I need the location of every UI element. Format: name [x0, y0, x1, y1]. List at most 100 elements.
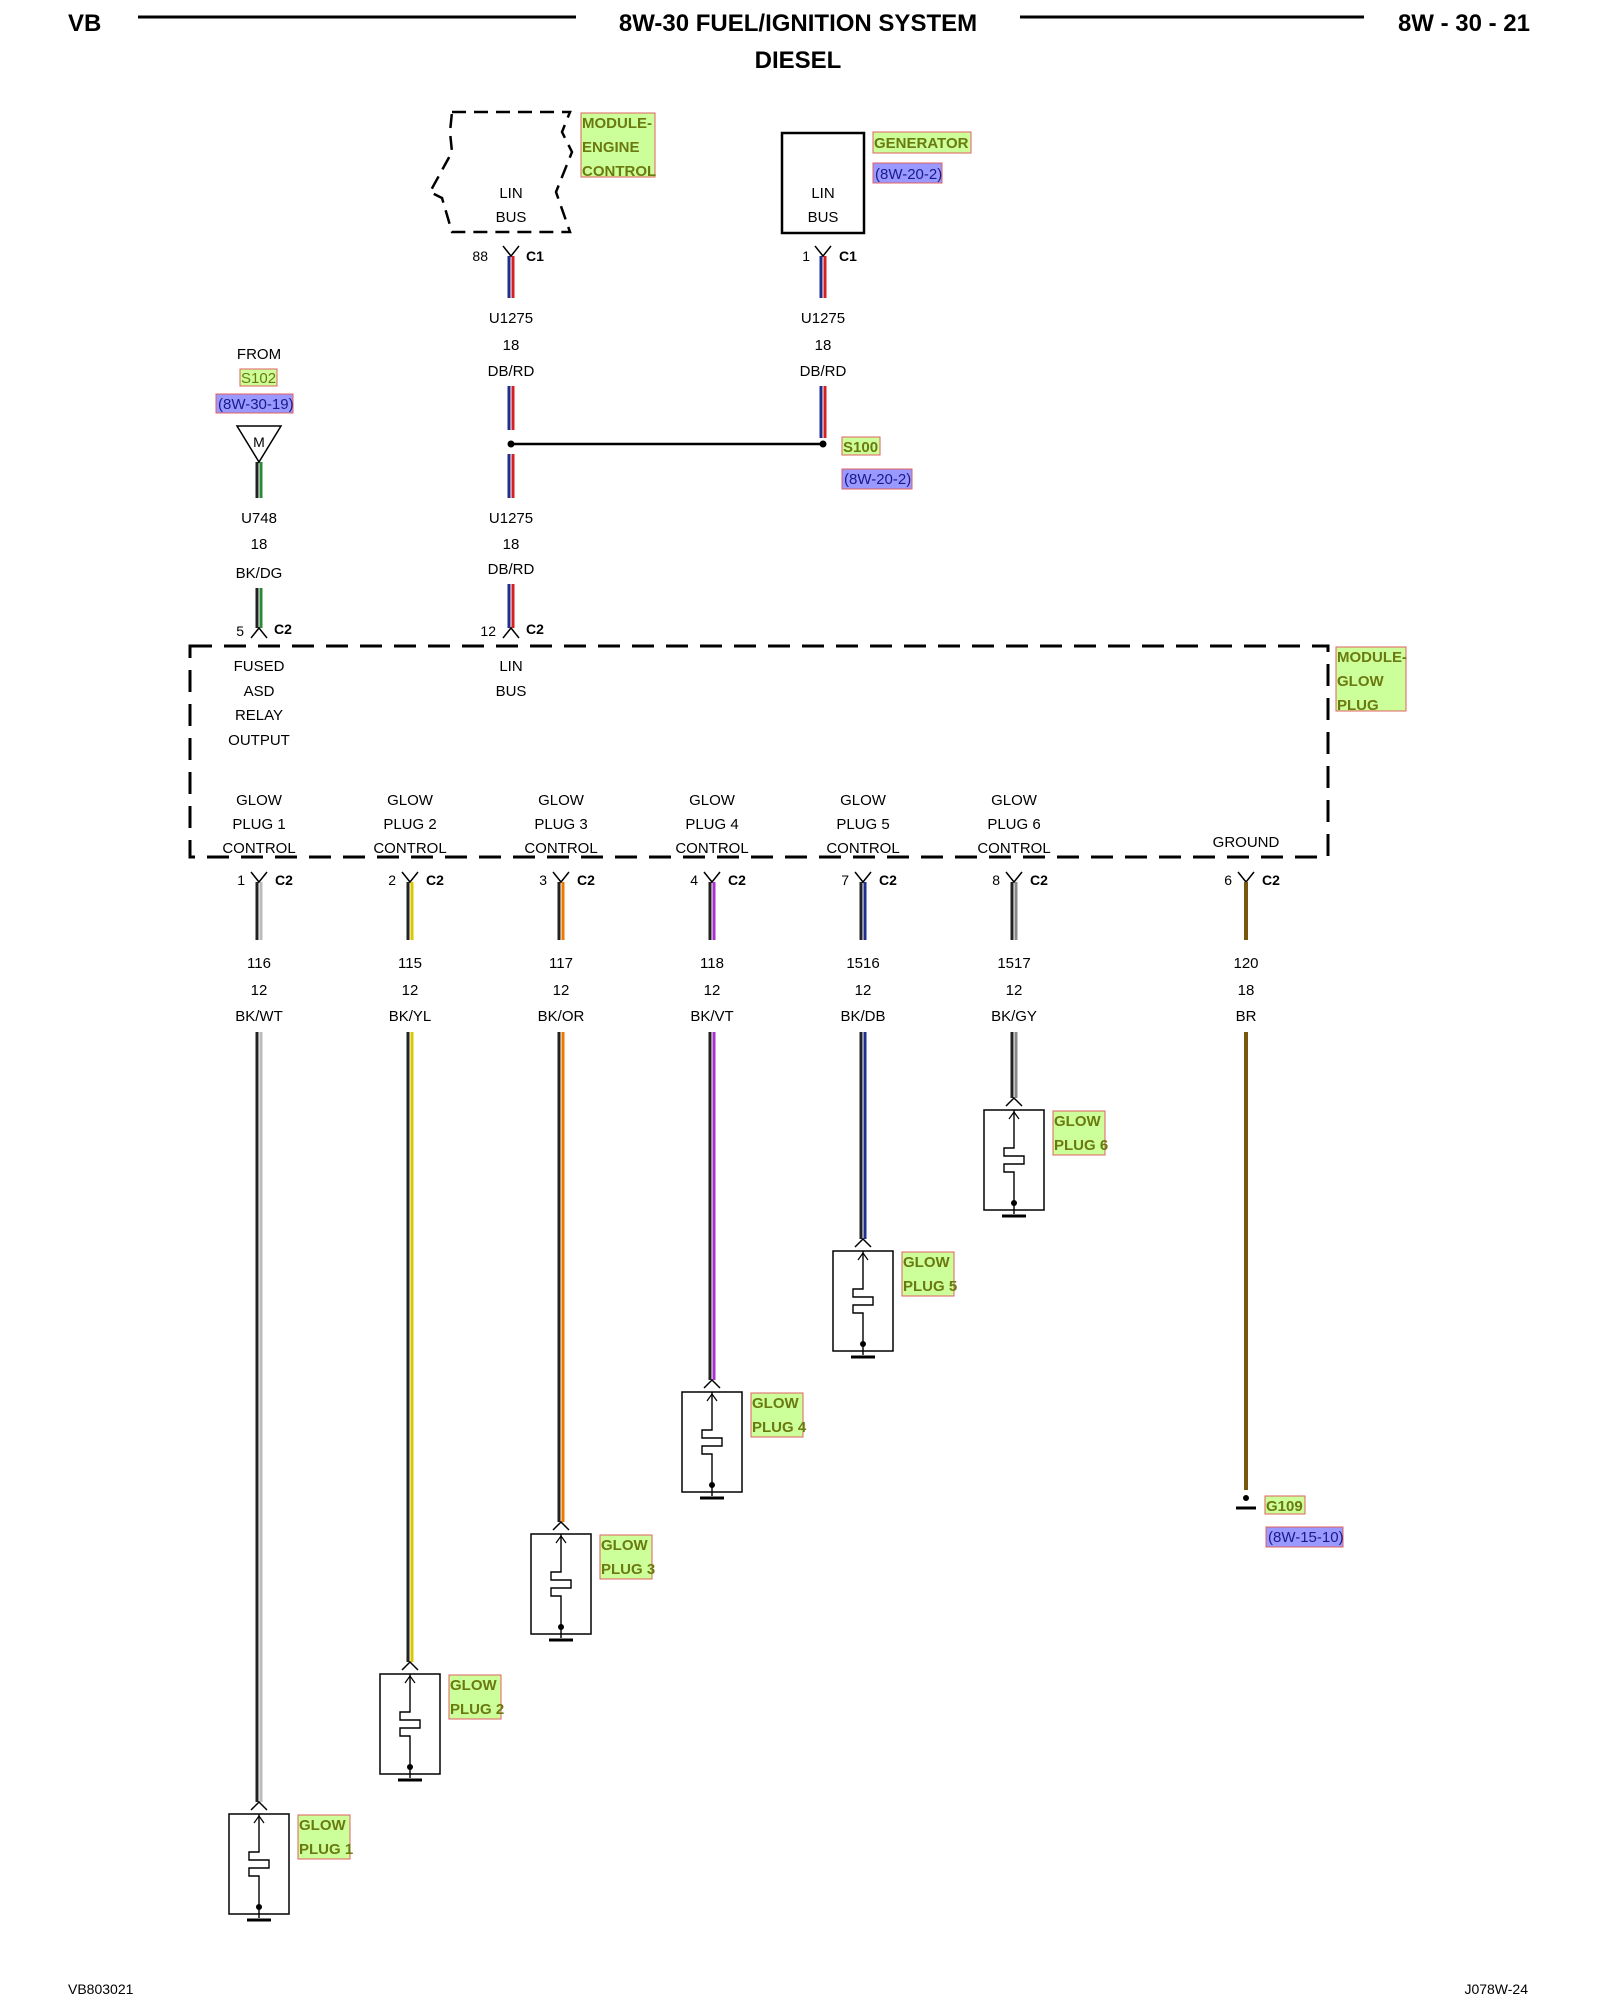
glow-lin-connector-symbol: [502, 626, 520, 639]
output-2-wire-upper: [406, 882, 414, 940]
output-4-connector: C2: [728, 872, 746, 888]
lin-to-glow-connector: C2: [526, 621, 544, 637]
ground-channel: GROUND 6 C2 120 18 BR G109 (8W-15-10): [1213, 834, 1344, 1548]
output-5-pin: 7: [841, 872, 849, 888]
glow-plug-2-name-line2: PLUG 2: [450, 1701, 504, 1718]
heater-arrow-icon: [706, 1392, 718, 1402]
generator-wire-gauge: 18: [815, 337, 832, 354]
generator-wire-circuit: U1275: [801, 310, 845, 327]
ground-ref-highlight: [1265, 1526, 1344, 1548]
generator-bus-line2: BUS: [808, 209, 839, 226]
glow-plug-4-terminal-symbol: [703, 1378, 721, 1389]
ecm-pin: 88: [472, 248, 488, 264]
asd-input-line3: RELAY: [235, 707, 283, 724]
output-6-pin: 8: [992, 872, 1000, 888]
page-title: 8W-30 FUEL/IGNITION SYSTEM: [619, 10, 977, 37]
glow-plug-6-name-line2: PLUG 6: [1054, 1137, 1108, 1154]
output-2-pin: 2: [388, 872, 396, 888]
ecm-connector: C1: [526, 248, 544, 264]
output-6-label-line3: CONTROL: [977, 840, 1050, 857]
output-3-label-line2: PLUG 3: [534, 816, 587, 833]
ecm-name-line3: CONTROL: [582, 163, 656, 180]
output-1-label-line1: GLOW: [236, 792, 283, 809]
output-6-label-line2: PLUG 6: [987, 816, 1040, 833]
output-1-connector: C2: [275, 872, 293, 888]
splice-node-left: [507, 440, 515, 448]
ground-point-node: [1243, 1495, 1249, 1501]
output-6-gauge: 12: [1006, 982, 1023, 999]
output-4-gauge: 12: [704, 982, 721, 999]
ecm-lin-wire-upper: [507, 256, 515, 430]
splice-ref-highlight: [841, 468, 913, 490]
output-3-wire-upper: [557, 882, 565, 940]
asd-pin: 5: [236, 623, 244, 639]
glow-plug-5-name-highlight: [901, 1251, 955, 1297]
engine-control-module: MODULE- ENGINE CONTROL LIN BUS 88 C1 U12…: [428, 110, 656, 380]
from-ref: (8W-30-19): [218, 396, 294, 413]
lin-bus-wiring: S100 (8W-20-2) U1275 18 DB/RD 12 C2: [480, 245, 913, 639]
glow-lin-wire: [507, 454, 515, 628]
output-2-wire-color: BK/YL: [389, 1008, 432, 1025]
asd-connector-symbol: [250, 626, 268, 639]
ecm-name-line1: MODULE-: [582, 115, 652, 132]
asd-wire-gauge: 18: [251, 536, 268, 553]
glow-plug-4-name-line1: GLOW: [752, 1395, 799, 1412]
generator-connector-symbol: [814, 245, 832, 258]
generator-ref-highlight: [872, 162, 943, 184]
glow-plug-1-name-line2: PLUG 1: [299, 1841, 353, 1858]
output-1-connector-symbol: [250, 871, 268, 884]
output-2-label-line1: GLOW: [387, 792, 434, 809]
output-5-label-line1: GLOW: [840, 792, 887, 809]
output-5-gauge: 12: [855, 982, 872, 999]
asd-wire-circuit: U748: [241, 510, 277, 527]
glow-plug-5-terminal-symbol: [854, 1237, 872, 1248]
lin-to-glow-gauge: 18: [503, 536, 520, 553]
output-4-wire-color: BK/VT: [690, 1008, 733, 1025]
generator: GENERATOR (8W-20-2) LIN BUS 1 C1 U1275 1…: [780, 131, 972, 380]
splice-arrow-icon: [235, 425, 283, 464]
heater-arrow-icon: [857, 1251, 869, 1261]
footer-left: VB803021: [68, 1981, 134, 1997]
output-3-wire-color: BK/OR: [538, 1008, 585, 1025]
header-left: VB: [68, 10, 101, 37]
output-1-gauge: 12: [251, 982, 268, 999]
ground-pin: 6: [1224, 872, 1232, 888]
generator-name: GENERATOR: [874, 135, 969, 152]
from-splice-highlight: [239, 368, 278, 387]
generator-box: [780, 131, 866, 235]
output-1-wire-color: BK/WT: [235, 1008, 283, 1025]
lin-to-glow-pin: 12: [480, 623, 496, 639]
ground-label: GROUND: [1213, 834, 1280, 851]
asd-wire-color: BK/DG: [236, 565, 283, 582]
generator-lin-wire: [819, 256, 827, 438]
output-5-circuit: 1516: [846, 955, 879, 972]
ground-connector: C2: [1262, 872, 1280, 888]
page-ref: 8W - 30 - 21: [1398, 10, 1530, 37]
heater-arrow-icon: [253, 1814, 265, 1824]
ecm-wire-circuit: U1275: [489, 310, 533, 327]
glow-plug-module: MODULE- GLOW PLUG FUSED ASD RELAY OUTPUT…: [188, 644, 1407, 859]
output-2-label-line3: CONTROL: [373, 840, 446, 857]
generator-name-highlight: [872, 131, 972, 154]
output-6-connector-symbol: [1005, 871, 1023, 884]
output-5-label-line2: PLUG 5: [836, 816, 889, 833]
ground-connector-symbol: [1237, 871, 1255, 884]
glow-plug-6-terminal-symbol: [1005, 1096, 1023, 1107]
glow-plug-2-name-line1: GLOW: [450, 1677, 497, 1694]
generator-ref: (8W-20-2): [875, 166, 942, 183]
generator-wire-color: DB/RD: [800, 363, 847, 380]
asd-input-line4: OUTPUT: [228, 732, 290, 749]
heater-element-icon: [1003, 1110, 1025, 1202]
ecm-wire-color: DB/RD: [488, 363, 535, 380]
output-6-circuit: 1517: [997, 955, 1030, 972]
output-1-label-line3: CONTROL: [222, 840, 295, 857]
output-1-wire-upper: [255, 882, 263, 940]
ground-ref: (8W-15-10): [1268, 1529, 1344, 1546]
output-4-circuit: 118: [700, 955, 724, 972]
splice-arrow-letter: M: [253, 434, 265, 450]
output-5-wire-color: BK/DB: [840, 1008, 885, 1025]
